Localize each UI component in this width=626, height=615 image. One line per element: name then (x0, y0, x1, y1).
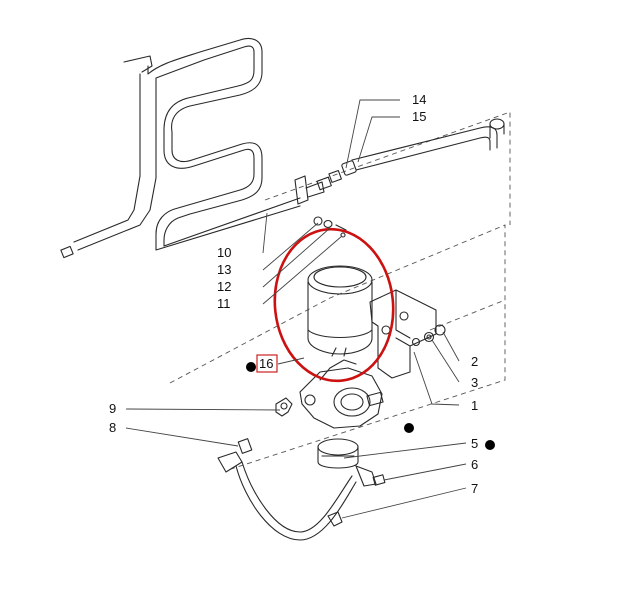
marker-dots (246, 362, 495, 450)
lower-hose (217, 438, 386, 541)
washers (313, 216, 347, 238)
callout-9: 9 (109, 401, 116, 416)
marker-dot (485, 440, 495, 450)
elbow-fitting (275, 397, 293, 417)
callout-11: 11 (217, 296, 231, 311)
callout-8: 8 (109, 420, 116, 435)
callout-1: 1 (471, 398, 478, 413)
valve-body (299, 347, 384, 429)
upper-pipe-assembly (316, 118, 505, 191)
mounting-bracket (369, 289, 437, 379)
filter-cartridge (307, 265, 373, 355)
marker-dot (246, 362, 256, 372)
callout-6: 6 (471, 457, 478, 472)
coil-pipe (60, 37, 325, 259)
callout-16-box (256, 354, 278, 373)
callout-15: 15 (412, 109, 426, 124)
callout-14: 14 (412, 92, 426, 107)
callout-labels: 14 15 10 13 12 11 16 2 3 1 9 8 5 6 7 (109, 92, 478, 496)
leader-lines (125, 99, 467, 519)
marker-dot (404, 423, 414, 433)
callout-16: 16 (259, 356, 273, 371)
callout-7: 7 (471, 481, 478, 496)
callout-3: 3 (471, 375, 478, 390)
callout-12: 12 (217, 279, 231, 294)
callout-13: 13 (217, 262, 231, 277)
drain-cap (317, 438, 359, 469)
bolts (423, 324, 446, 343)
callout-5: 5 (471, 436, 478, 451)
highlight-ellipse (273, 227, 395, 383)
callout-10: 10 (217, 245, 231, 260)
plug (327, 511, 343, 527)
callout-2: 2 (471, 354, 478, 369)
assembly-boundary-dashed (169, 111, 511, 471)
